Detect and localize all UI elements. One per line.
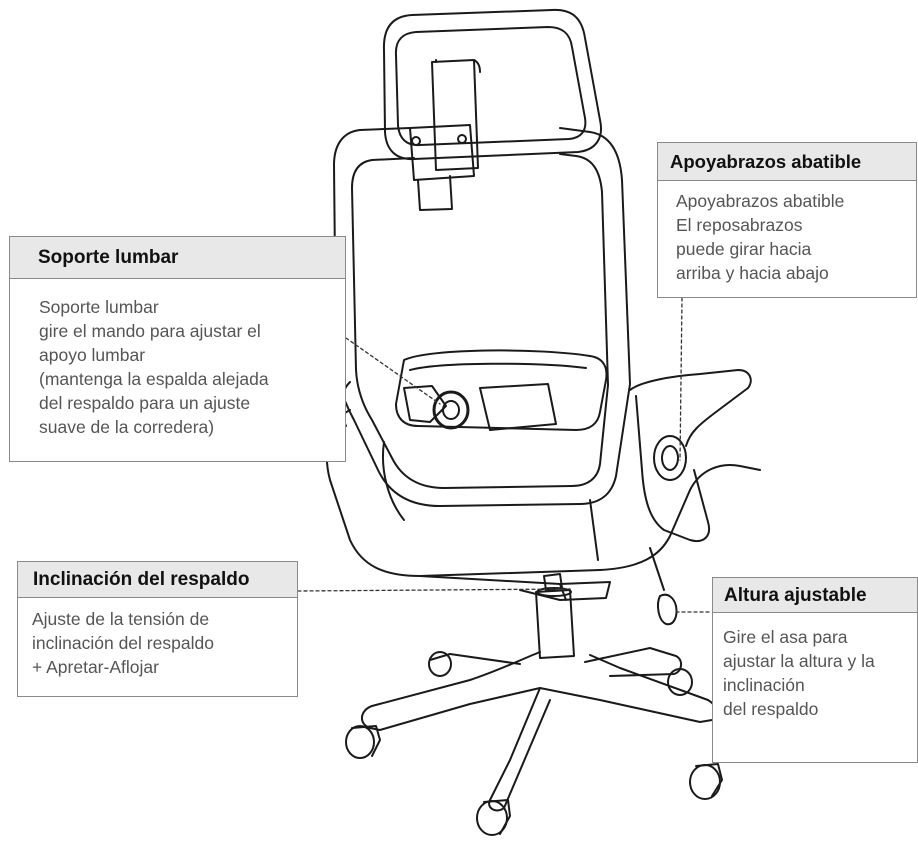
headrest-bracket [409, 124, 475, 211]
callout-tilt-title: Inclinación del respaldo [18, 562, 297, 598]
callout-height-line: del respaldo [723, 699, 819, 719]
callout-height-title: Altura ajustable [713, 578, 917, 613]
callout-armrest-line: arriba y hacia abajo [676, 263, 829, 283]
gas-lift [535, 573, 575, 659]
callout-lumbar-line: (mantenga la espalda alejada [39, 369, 269, 389]
leader-armrest [679, 297, 683, 461]
height-lever [649, 547, 678, 626]
callout-lumbar-line: apoyo lumbar [39, 345, 146, 365]
callout-tilt-line: inclinación del respaldo [32, 633, 214, 653]
callout-height-body: Gire el asa para ajustar la altura y la … [713, 613, 917, 721]
leader-lines [297, 297, 713, 613]
callout-height-line: Gire el asa para [723, 627, 848, 647]
callout-adjustable-height: Altura ajustable Gire el asa para ajusta… [712, 577, 918, 763]
callout-armrest-line: Apoyabrazos abatible [676, 191, 845, 211]
callout-flip-armrest: Apoyabrazos abatible Apoyabrazos abatibl… [657, 142, 917, 298]
callout-lumbar-line: suave de la corredera) [39, 417, 215, 437]
five-star-base [361, 647, 718, 812]
callout-lumbar-body: Soporte lumbar gire el mando para ajusta… [10, 279, 345, 439]
callout-tilt-line: + Apretar-Aflojar [32, 657, 159, 677]
headrest [382, 8, 602, 171]
callout-lumbar-line: Soporte lumbar [39, 297, 159, 317]
armrest [340, 369, 752, 542]
leader-lumbar [345, 337, 441, 405]
backrest-frame [333, 127, 631, 507]
leader-tilt [297, 588, 571, 592]
callout-lumbar-line: del respaldo para un ajuste [39, 393, 251, 413]
casters [345, 651, 723, 836]
callout-lumbar-support: Soporte lumbar Soporte lumbar gire el ma… [9, 236, 346, 462]
lumbar-support [395, 349, 608, 431]
callout-tilt-line: Ajuste de la tensión de [32, 609, 210, 629]
callout-lumbar-title: Soporte lumbar [10, 237, 345, 279]
callout-height-line: inclinación [723, 675, 805, 695]
callout-tilt-body: Ajuste de la tensión de inclinación del … [18, 598, 297, 679]
callout-backrest-tilt: Inclinación del respaldo Ajuste de la te… [17, 561, 298, 697]
callout-lumbar-line: gire el mando para ajustar el [39, 321, 261, 341]
callout-armrest-body: Apoyabrazos abatible El reposabrazos pue… [658, 181, 916, 285]
callout-armrest-title: Apoyabrazos abatible [658, 143, 916, 181]
callout-armrest-line: El reposabrazos [676, 215, 803, 235]
callout-armrest-line: puede girar hacia [676, 239, 812, 259]
callout-height-line: ajustar la altura y la [723, 651, 875, 671]
